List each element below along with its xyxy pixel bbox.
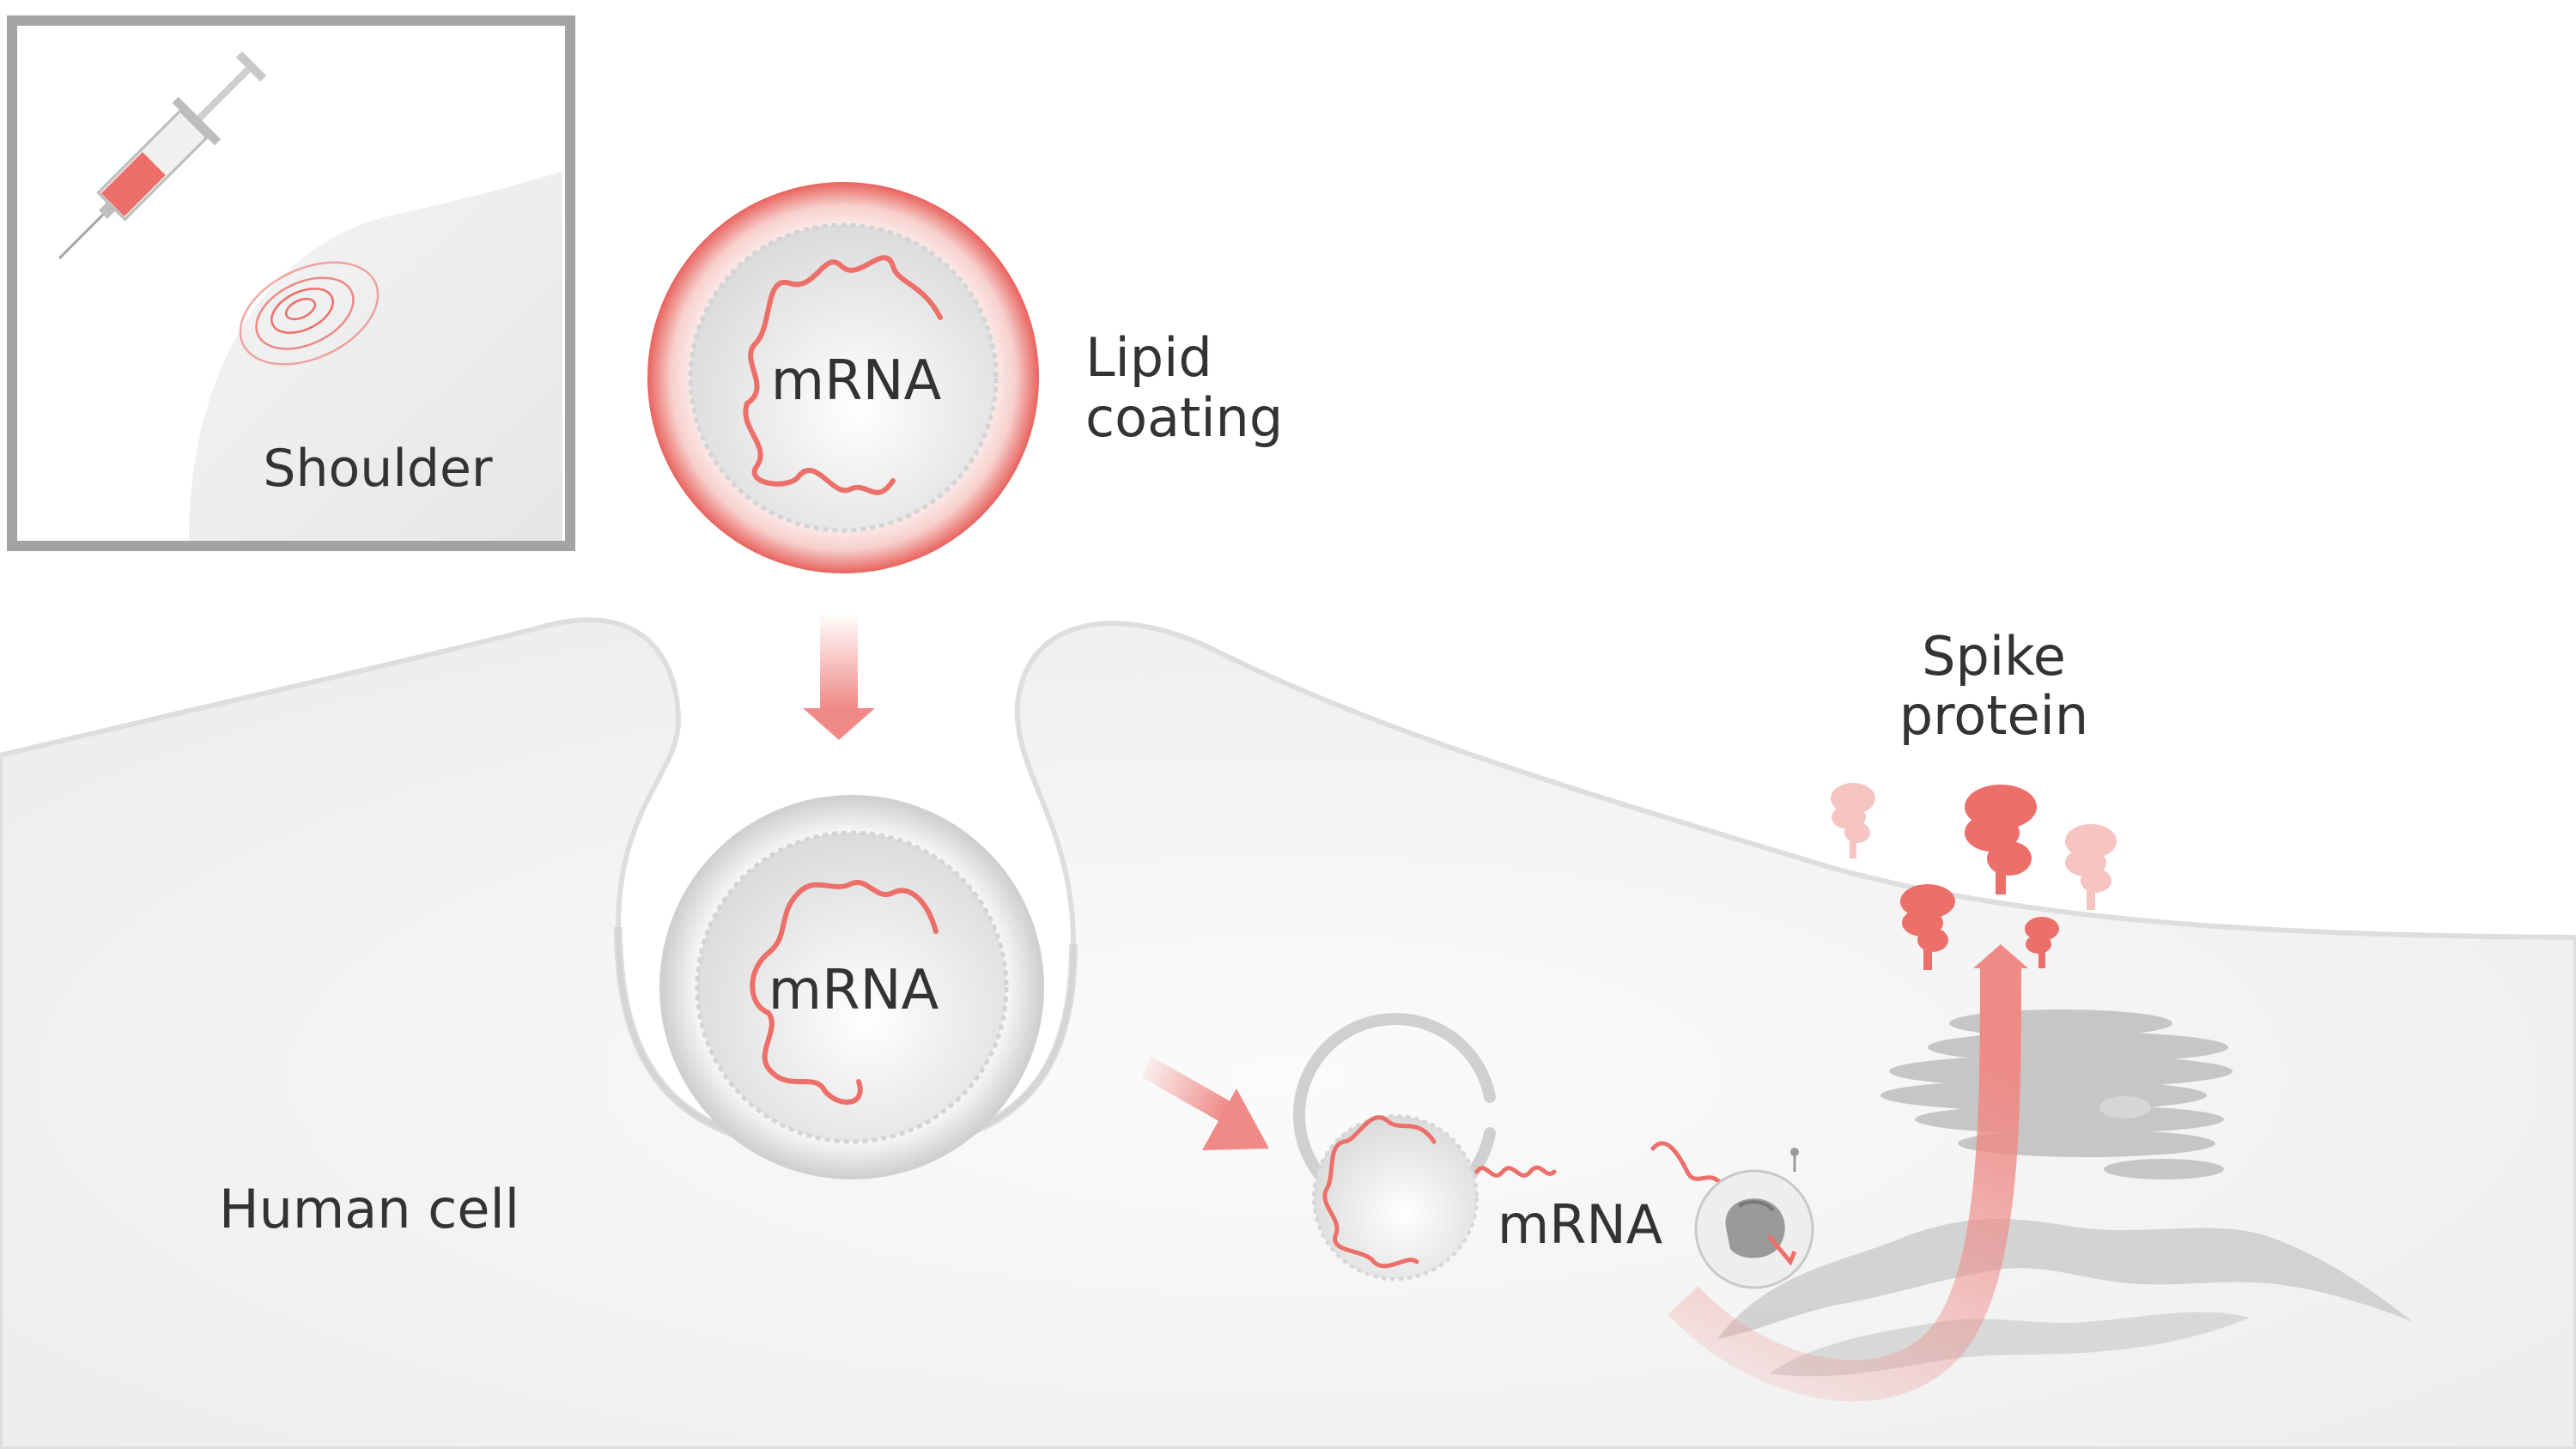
mrna-strand-middle [750,880,939,1105]
mrna-strand-top [743,255,943,495]
opening-vesicle [1292,1013,1557,1281]
ribosome-icon [1725,1198,1785,1258]
mrna-release-label: mRNA [1498,1193,1662,1256]
mrna-middle-label: mRNA [769,959,939,1022]
injection-site [239,261,380,366]
shoulder-arm [189,172,562,541]
mrna-strand-released [1474,1165,1557,1178]
lipid-particle-core [688,222,999,533]
lipid-coating-label-line2: coating [1085,386,1283,449]
mrna-top-label: mRNA [771,349,942,413]
ribosome-complex [1650,1141,1814,1289]
lipid-coating-label-line1: Lipid [1085,326,1212,389]
shoulder-label: Shoulder [263,439,493,499]
mrna-strand-vesicle [1322,1115,1437,1269]
spike-protein-label-line1: Spike [1922,625,2066,688]
arrow-curved-up [1668,944,2028,1402]
arrow-diagonal [1142,1056,1269,1150]
lipid-nanoparticle: mRNA [647,182,1039,573]
endosome-particle: mRNA [659,795,1044,1179]
spike-protein-icon [1831,783,2117,970]
arrow-down [803,614,875,740]
spike-protein-label-line2: protein [1899,684,2088,747]
syringe-icon [58,51,267,259]
shoulder-inset: Shoulder [7,15,575,551]
human-cell-label: Human cell [219,1178,519,1240]
